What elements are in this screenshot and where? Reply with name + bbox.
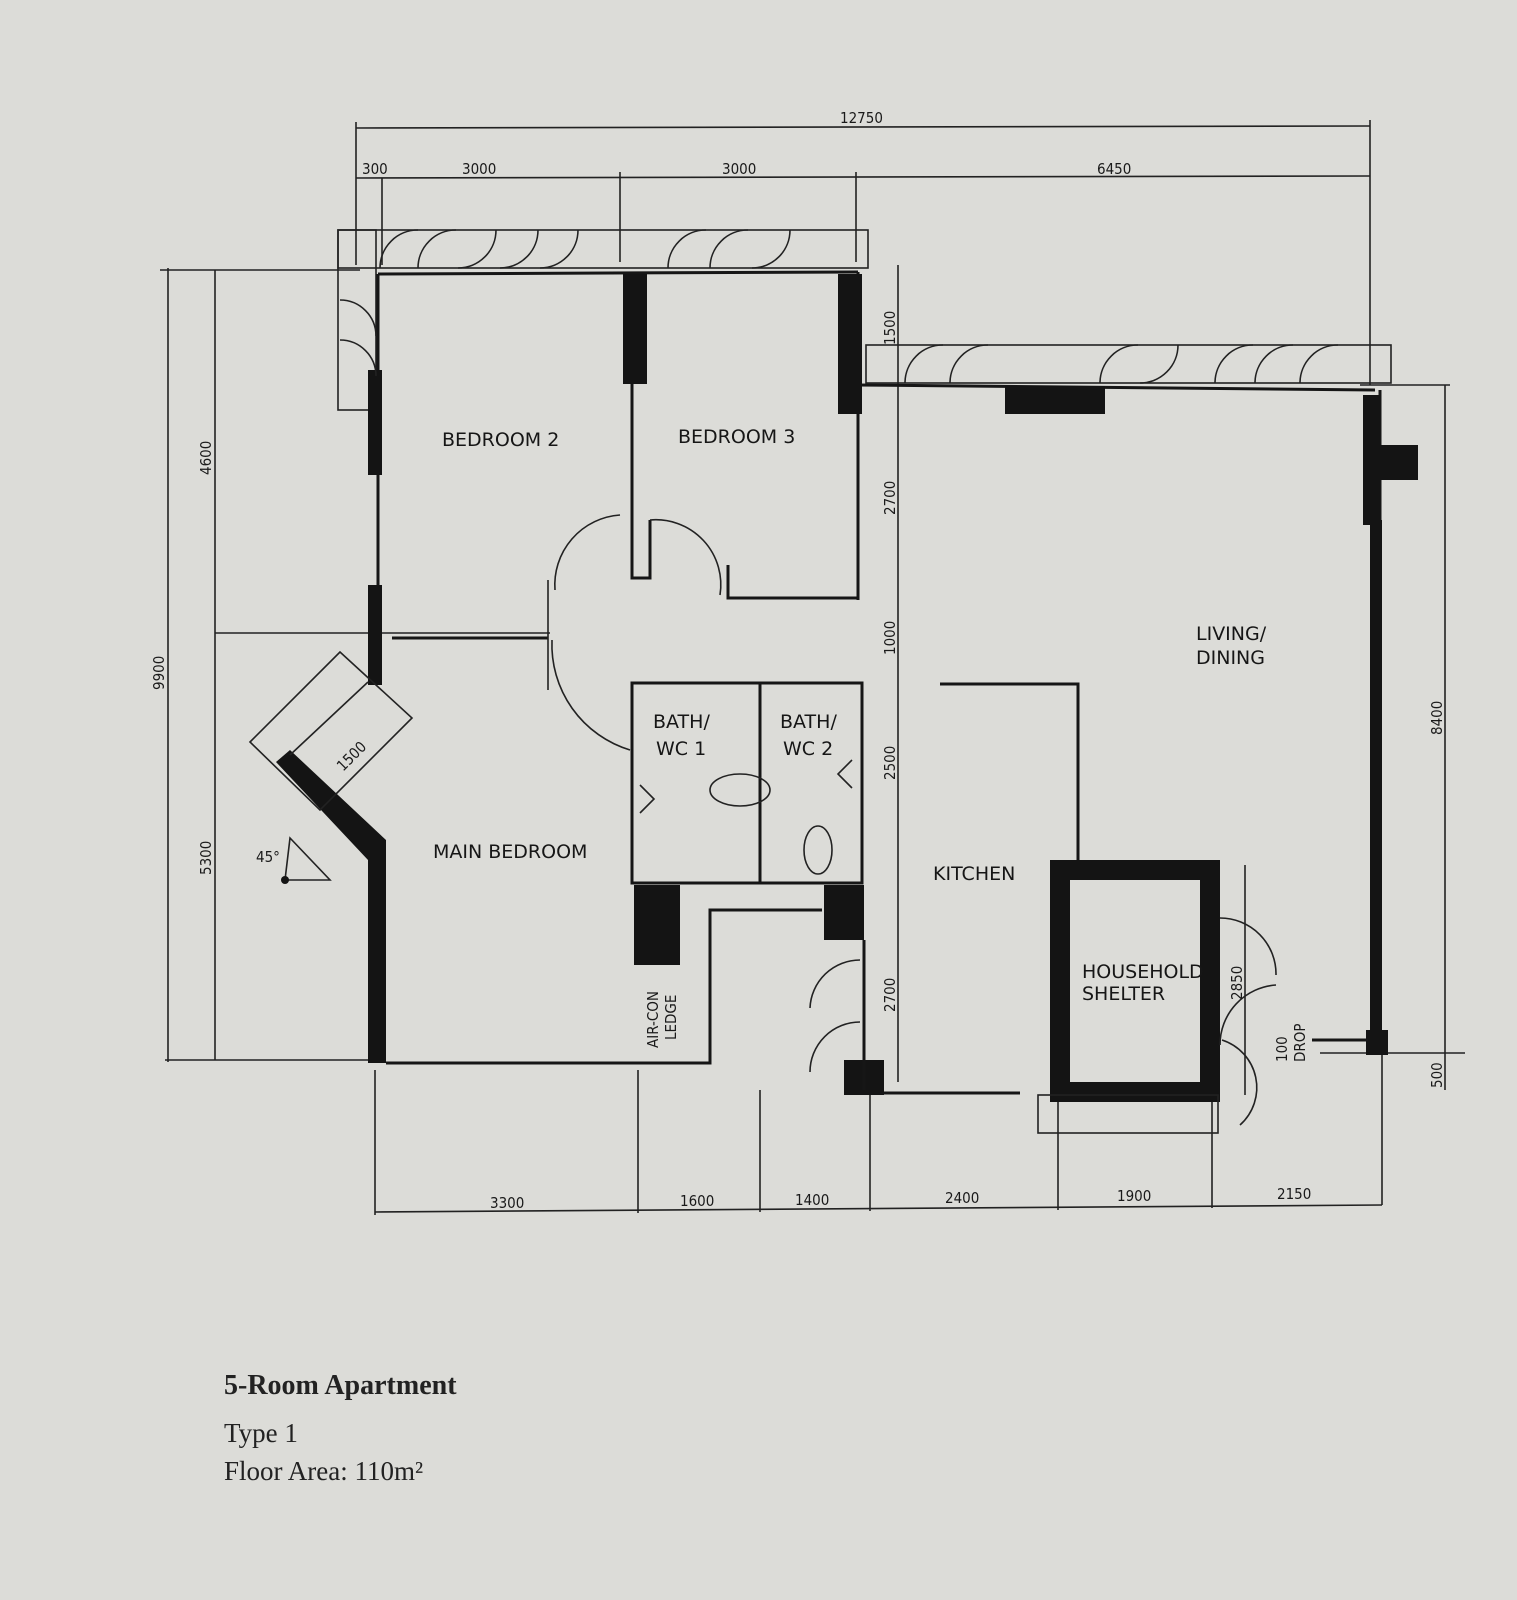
room-bedroom-3: BEDROOM 3 [678, 426, 795, 448]
caption-title: 5-Room Apartment [224, 1370, 457, 1401]
room-bath2-b: WC 2 [783, 738, 833, 760]
dim-bottom-1: 1600 [680, 1192, 714, 1210]
drop-1: 100 [1273, 1036, 1291, 1062]
room-labels: BEDROOM 2 BEDROOM 3 LIVING/ DINING BATH/… [433, 426, 1309, 1062]
caption-type: Type 1 [224, 1418, 298, 1448]
dim-8400: 8400 [1428, 701, 1446, 735]
dim-500: 500 [1428, 1062, 1446, 1088]
room-shelter-2: SHELTER [1082, 983, 1165, 1005]
dim-2700a: 2700 [881, 481, 899, 515]
angle-45: 45° [256, 848, 280, 866]
room-kitchen: KITCHEN [933, 863, 1015, 885]
dim-300: 300 [362, 160, 388, 178]
room-bath1-b: WC 1 [656, 738, 706, 760]
dim-9900: 9900 [150, 656, 168, 690]
room-living-2: DINING [1196, 647, 1265, 669]
dim-6450: 6450 [1097, 160, 1131, 178]
room-bath1-a: BATH/ [653, 711, 710, 733]
dim-2850: 2850 [1228, 966, 1246, 1000]
room-aircon-1: AIR-CON [644, 991, 662, 1048]
dim-3000b: 3000 [722, 160, 756, 178]
walls [248, 229, 1418, 1134]
room-aircon-2: LEDGE [662, 995, 680, 1040]
drop-2: DROP [1291, 1023, 1309, 1062]
dim-2500: 2500 [881, 746, 899, 780]
dim-1000: 1000 [881, 621, 899, 655]
dim-bottom-3: 2400 [945, 1189, 979, 1207]
caption-floor-area: Floor Area: 110m² [224, 1456, 424, 1486]
room-shelter-1: HOUSEHOLD [1082, 961, 1204, 983]
dim-bottom-5: 2150 [1277, 1185, 1311, 1203]
dim-bottom-2: 1400 [795, 1191, 829, 1209]
room-bedroom-2: BEDROOM 2 [442, 429, 559, 451]
dim-1500: 1500 [881, 311, 899, 345]
dim-4600: 4600 [197, 441, 215, 475]
dimension-lines [160, 120, 1465, 1215]
room-bath2-a: BATH/ [780, 711, 837, 733]
dim-bottom-0: 3300 [490, 1194, 524, 1212]
dim-5300: 5300 [197, 841, 215, 875]
dim-bay-1500: 1500 [333, 738, 370, 775]
room-main-bedroom: MAIN BEDROOM [433, 841, 587, 863]
dim-2700b: 2700 [881, 978, 899, 1012]
dim-bottom-4: 1900 [1117, 1187, 1151, 1205]
dim-12750: 12750 [840, 109, 883, 127]
dim-3000a: 3000 [462, 160, 496, 178]
room-living-1: LIVING/ [1196, 623, 1267, 645]
dimension-labels: 12750 300 3000 3000 6450 9900 4600 5300 … [150, 109, 1446, 1212]
